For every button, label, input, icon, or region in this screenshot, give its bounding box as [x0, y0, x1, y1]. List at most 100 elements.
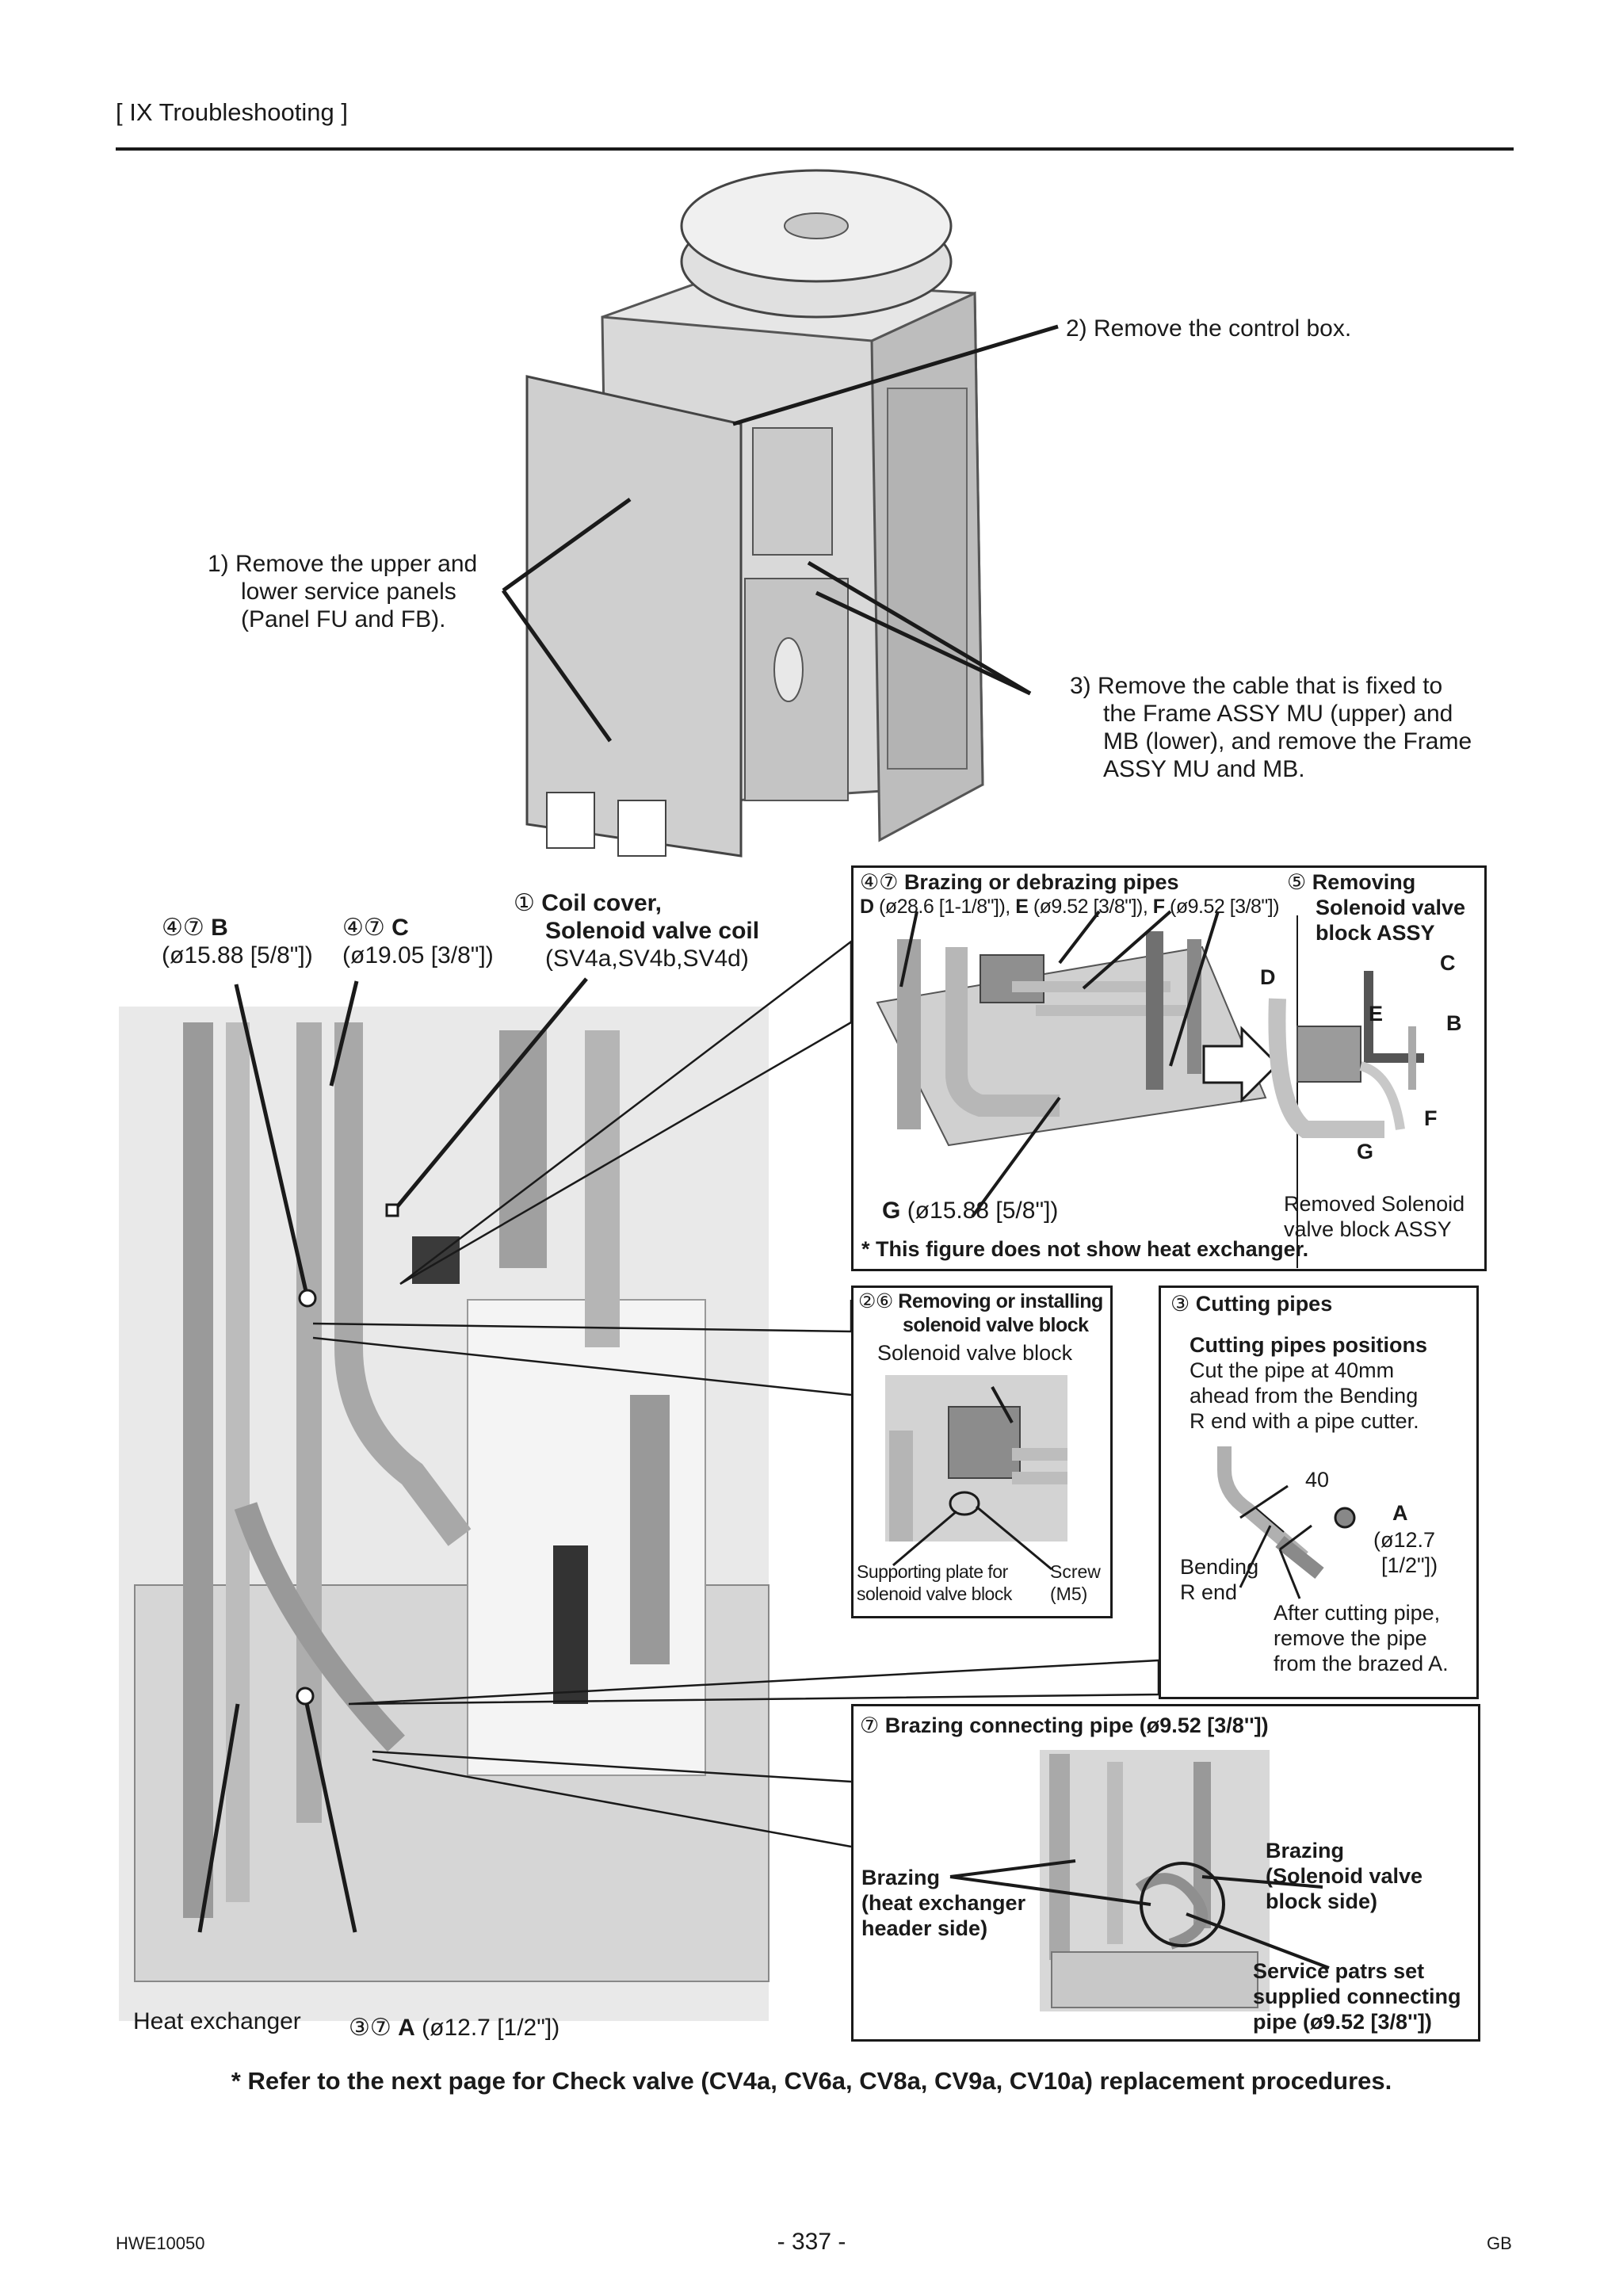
removing-letter-d: D [1260, 965, 1276, 989]
installing-num: ②⑥ [858, 1290, 893, 1312]
label-a-letter: A [398, 2015, 415, 2041]
brazing-f-size: (ø9.52 [3/8"]) [1170, 896, 1280, 918]
removing-letter-e: E [1369, 1002, 1384, 1026]
cutting-title-text: Cutting pipes [1195, 1292, 1333, 1316]
cutting-num: ③ [1170, 1292, 1190, 1316]
cutting-figure [1217, 1446, 1356, 1599]
cutting-a-size-line: (ø12.7 [1373, 1528, 1436, 1552]
box-installing: ②⑥ Removing or installing solenoid valve… [851, 1286, 1113, 1618]
connecting-right-line: (Solenoid valve [1266, 1864, 1423, 1888]
removing-caption-line: Removed Solenoid [1284, 1192, 1465, 1216]
label-c-num: ④⑦ [342, 915, 385, 941]
removing-caption: Removed Solenoid valve block ASSY [1284, 1191, 1465, 1242]
label-b-size: (ø15.88 [5/8"]) [162, 942, 313, 968]
step-1-line: lower service panels [241, 579, 456, 605]
removing-title-line: Solenoid valve [1316, 896, 1466, 919]
connecting-left-line: (heat exchanger [861, 1891, 1026, 1915]
step-3-line: ASSY MU and MB. [1103, 756, 1305, 782]
brazing-sizes: D (ø28.6 [1-1/8"]), E (ø9.52 [3/8"]), F … [860, 895, 1280, 919]
step-3-line: 3) Remove the cable that is fixed to [1070, 673, 1443, 699]
step-1-text: 1) Remove the upper and lower service pa… [208, 550, 509, 633]
installing-sub: Solenoid valve block [877, 1341, 1073, 1365]
removing-title-line: block ASSY [1316, 921, 1435, 945]
removing-num: ⑤ [1287, 870, 1307, 894]
connecting-service-line: supplied connecting [1253, 1985, 1461, 2008]
brazing-note: * This figure does not show heat exchang… [861, 1237, 1309, 1261]
brazing-d-letter: D [860, 896, 874, 918]
footer-page-number: - 337 - [777, 2229, 846, 2255]
brazing-title-num: ④⑦ [860, 870, 899, 894]
brazing-title: ④⑦ Brazing or debrazing pipes [860, 869, 1178, 895]
connecting-right-line: Brazing [1266, 1839, 1345, 1862]
removing-letter-c: C [1440, 951, 1456, 975]
label-heat-exchanger: Heat exchanger [133, 2008, 301, 2034]
removing-letter-b: B [1446, 1011, 1462, 1035]
label-b-letter: B [211, 915, 228, 941]
box-brazing-debrazing: ④⑦ Brazing or debrazing pipes D (ø28.6 [… [851, 865, 1487, 1271]
step-1-line: (Panel FU and FB). [241, 606, 446, 632]
label-c: ④⑦ C (ø19.05 [3/8"]) [342, 914, 494, 969]
brazing-g-letter: G [882, 1198, 901, 1224]
header-rule [116, 147, 1514, 151]
step-3-line: the Frame ASSY MU (upper) and [1103, 701, 1453, 727]
footer-doc-code: HWE10050 [116, 2233, 205, 2253]
cutting-after-line: from the brazed A. [1274, 1652, 1449, 1675]
cutting-a-letter: A [1392, 1501, 1408, 1525]
label-c-size: (ø19.05 [3/8"]) [342, 942, 494, 968]
brazing-figure [876, 910, 1424, 1268]
cutting-after-line: After cutting pipe, [1274, 1601, 1441, 1625]
connecting-title-text: Brazing connecting pipe (ø9.52 [3/8'']) [884, 1713, 1269, 1737]
cutting-desc-line: R end with a pipe cutter. [1190, 1409, 1419, 1433]
connecting-service-line: pipe (ø9.52 [3/8'']) [1253, 2010, 1432, 2034]
connecting-right-line: block side) [1266, 1889, 1378, 1913]
cutting-sub: Cutting pipes positions [1190, 1333, 1427, 1357]
installing-title-text2: solenoid valve block [903, 1314, 1089, 1336]
box-cutting: ③ Cutting pipes Cutting pipes positions … [1159, 1286, 1479, 1699]
cutting-bending-line: Bending [1180, 1555, 1259, 1579]
connecting-left-line: Brazing [861, 1866, 941, 1889]
bottom-note: * Refer to the next page for Check valve… [231, 2067, 1392, 2095]
connecting-left: Brazing (heat exchanger header side) [861, 1865, 1025, 1941]
label-coil: ① Coil cover, Solenoid valve coil (SV4a,… [514, 889, 759, 972]
label-b-num: ④⑦ [162, 915, 204, 941]
step-2-text: 2) Remove the control box. [1066, 315, 1352, 342]
step-1-line: 1) Remove the upper and [208, 551, 478, 577]
label-coil-sub: (SV4a,SV4b,SV4d) [545, 946, 749, 972]
brazing-g-size: (ø15.88 [5/8"]) [907, 1198, 1059, 1224]
label-b: ④⑦ B (ø15.88 [5/8"]) [162, 914, 313, 969]
connecting-right: Brazing (Solenoid valve block side) [1266, 1838, 1423, 1914]
brazing-title-text: Brazing or debrazing pipes [903, 870, 1179, 894]
box-connecting: ⑦ Brazing connecting pipe (ø9.52 [3/8'']… [851, 1704, 1480, 2042]
connecting-service: Service patrs set supplied connecting pi… [1253, 1958, 1461, 2034]
leader-lines [197, 324, 1059, 1933]
brazing-e-letter: E [1015, 896, 1029, 918]
removing-letter-f: F [1424, 1106, 1438, 1130]
connecting-title: ⑦ Brazing connecting pipe (ø9.52 [3/8'']… [860, 1713, 1269, 1738]
installing-figure [885, 1375, 1067, 1571]
label-a: ③⑦ A (ø12.7 [1/2"]) [349, 2014, 559, 2042]
brazing-e-size: (ø9.52 [3/8"]), [1033, 896, 1148, 918]
removing-letter-g: G [1357, 1140, 1374, 1163]
installing-plate-line: Supporting plate for [857, 1561, 1008, 1582]
cutting-dim: 40 [1305, 1468, 1330, 1492]
cutting-desc: Cut the pipe at 40mm ahead from the Bend… [1190, 1358, 1419, 1434]
removing-title-line: Removing [1312, 870, 1416, 894]
installing-title-text: Removing or installing [898, 1290, 1103, 1312]
cutting-a-size: (ø12.7 [1/2"]) [1373, 1527, 1438, 1578]
installing-plate: Supporting plate for solenoid valve bloc… [857, 1561, 1012, 1605]
step-3-text: 3) Remove the cable that is fixed to the… [1070, 672, 1514, 783]
cutting-desc-line: Cut the pipe at 40mm [1190, 1358, 1395, 1382]
cutting-bending-line: R end [1180, 1580, 1238, 1604]
cutting-desc-line: ahead from the Bending [1190, 1384, 1419, 1408]
footer-region: GB [1487, 2233, 1512, 2253]
installing-plate-line: solenoid valve block [857, 1584, 1012, 1604]
label-coil-num: ① [514, 890, 535, 916]
brazing-g-label: G (ø15.88 [5/8"]) [882, 1197, 1058, 1224]
connecting-figure [949, 1750, 1330, 2011]
cutting-after: After cutting pipe, remove the pipe from… [1274, 1600, 1449, 1676]
connecting-num: ⑦ [860, 1713, 880, 1737]
label-c-letter: C [391, 915, 409, 941]
connecting-service-line: Service patrs set [1253, 1959, 1425, 1983]
cutting-title: ③ Cutting pipes [1170, 1291, 1332, 1316]
